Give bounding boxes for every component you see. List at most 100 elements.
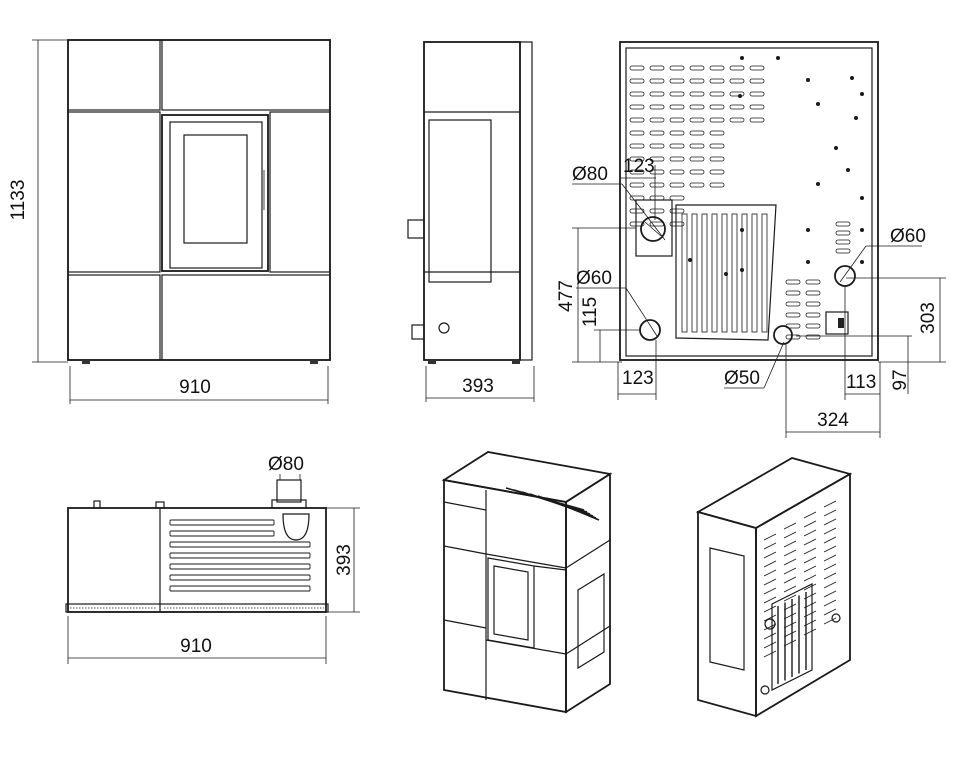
vent-slot [669, 117, 685, 123]
grille-bar [681, 213, 688, 333]
vent-slot [689, 143, 705, 149]
top-slat [169, 552, 311, 559]
back-324-label: 324 [817, 410, 849, 431]
iso-slot [763, 623, 777, 631]
back-123-top-label: 123 [623, 156, 655, 177]
iso-slot [823, 590, 837, 598]
mounting-hole [854, 116, 858, 120]
grille-bar [701, 213, 708, 333]
vent-slot [629, 169, 645, 175]
mounting-hole [724, 272, 728, 276]
side-depth-dimension: 393 [425, 366, 535, 402]
vent-slot [709, 65, 725, 71]
iso-slot [783, 630, 797, 638]
iso-slot [763, 587, 777, 595]
vent-slot [629, 65, 645, 71]
mounting-hole [806, 228, 810, 232]
iso-slot [823, 599, 837, 607]
iso-slot [823, 572, 837, 580]
top-d80-label: Ø80 [268, 454, 304, 475]
front-width-label: 910 [179, 377, 211, 398]
iso-slot [803, 565, 817, 573]
top-vent-slats [169, 519, 311, 592]
back-outlet-d80-icon [640, 216, 666, 242]
grille-bar [691, 213, 698, 333]
vent-slot [669, 169, 685, 175]
vent-slot [749, 65, 765, 71]
vent-slot [805, 312, 821, 318]
vent-slot [709, 117, 725, 123]
back-123-bottom-label: 123 [622, 368, 654, 389]
top-width-label: 910 [180, 636, 212, 657]
iso-slot [783, 558, 797, 566]
vent-slot [669, 182, 685, 188]
iso-slot [803, 529, 817, 537]
grille-bar [741, 213, 748, 333]
mounting-hole [740, 268, 744, 272]
iso-slot [763, 569, 777, 577]
iso-slot [763, 632, 777, 640]
front-height-label: 1133 [8, 180, 29, 221]
vent-slot [805, 323, 821, 329]
vent-slot [805, 279, 821, 285]
vent-slot [835, 248, 851, 254]
mounting-hole [740, 228, 744, 232]
iso-slot [823, 554, 837, 562]
vent-slot [649, 143, 665, 149]
iso-slot [823, 545, 837, 553]
iso-slot [823, 608, 837, 616]
vent-slot [649, 169, 665, 175]
vent-slot [629, 156, 645, 162]
vent-slot [785, 279, 801, 285]
back-d50-label: Ø50 [724, 368, 760, 389]
iso-slot [803, 538, 817, 546]
back-vent-slots [629, 65, 851, 340]
vent-slot [689, 117, 705, 123]
mounting-hole [846, 168, 850, 172]
iso-slot [823, 581, 837, 589]
vent-slot [689, 156, 705, 162]
top-slat [169, 585, 311, 592]
vent-slot [805, 301, 821, 307]
vent-slot [785, 312, 801, 318]
back-mounting-holes [688, 56, 864, 276]
iso-slot [783, 585, 797, 593]
vent-slot [629, 117, 645, 123]
iso-slot [823, 500, 837, 508]
vent-slot [709, 91, 725, 97]
iso-slot [783, 612, 797, 620]
iso-slot [803, 520, 817, 528]
vent-slot [805, 334, 821, 340]
vent-slot [749, 91, 765, 97]
vent-slot [649, 130, 665, 136]
mounting-hole [688, 258, 692, 262]
back-grille-bars [681, 213, 768, 333]
back-d60-left-label: Ø60 [576, 268, 612, 289]
vent-slot [649, 104, 665, 110]
mounting-hole [860, 196, 864, 200]
iso-slot [803, 556, 817, 564]
vent-slot [669, 156, 685, 162]
back-d80-label: Ø80 [572, 164, 608, 185]
iso-slot [763, 542, 777, 550]
vent-slot [689, 65, 705, 71]
vent-slot [649, 182, 665, 188]
vent-slot [649, 195, 665, 201]
top-view: Ø80 393 910 [65, 454, 360, 664]
back-303-label: 303 [918, 302, 939, 334]
top-slat [169, 541, 311, 548]
iso-slot [823, 617, 837, 625]
vent-slot [629, 208, 645, 214]
mounting-hole [860, 260, 864, 264]
mounting-hole [806, 78, 810, 82]
iso-slot [823, 509, 837, 517]
iso-slat [545, 497, 600, 521]
vent-slot [805, 290, 821, 296]
vent-slot [669, 195, 685, 201]
mounting-hole [806, 260, 810, 264]
vent-slot [649, 78, 665, 84]
back-97-label: 97 [890, 369, 911, 390]
iso-back-vent-slots [763, 500, 837, 658]
vent-slot [669, 91, 685, 97]
vent-slot [785, 334, 801, 340]
